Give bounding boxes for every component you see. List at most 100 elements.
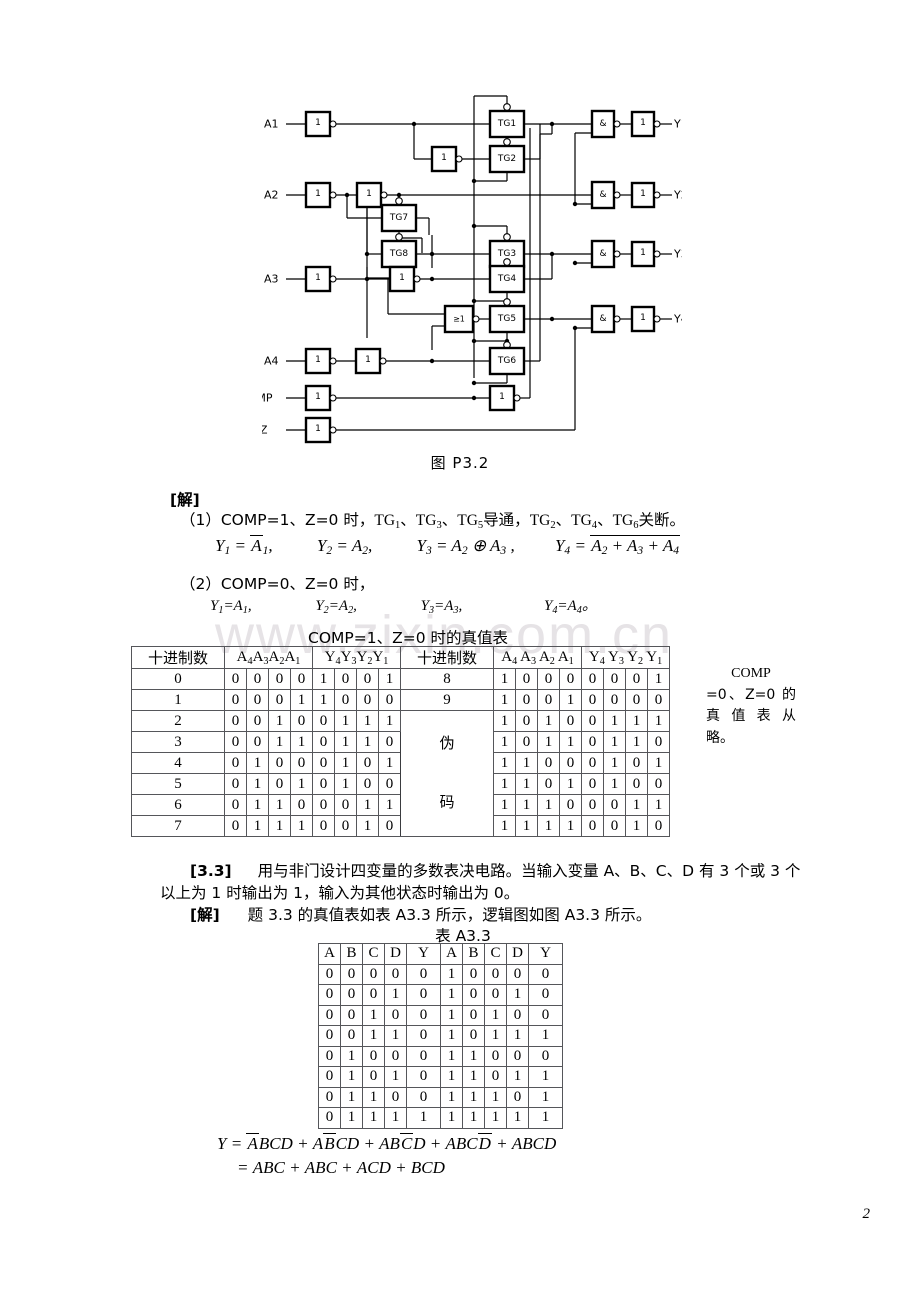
cell-a-right: 0: [537, 689, 560, 711]
cell-a-left: 1: [290, 689, 313, 711]
input-label-a2: A2: [264, 189, 279, 202]
svg-text:1: 1: [640, 248, 646, 258]
input-label-a3: A3: [264, 273, 279, 286]
cell-y-left: 0: [378, 689, 401, 711]
cell-y-right: 0: [581, 668, 604, 690]
th-b: B: [462, 943, 485, 965]
cell-y-right: 1: [603, 731, 626, 753]
cell-y-left: 0: [334, 794, 357, 816]
cell-y-right: 0: [603, 794, 626, 816]
truth-table-1-body: 十进制数 A4A3A2A1 Y4Y3Y2Y1 十进制数 A4 A3 A2 A1 …: [131, 646, 670, 837]
eq2-y2: Y2=A2,: [315, 598, 357, 616]
side-note-rest: =0、Z=0 的真 值 表 从 略。: [706, 686, 796, 747]
cell-output-right: 1: [528, 1025, 563, 1047]
cell-input-left: 0: [340, 1004, 363, 1026]
cell-y-left: 0: [356, 689, 379, 711]
cell-y-left: 0: [312, 773, 335, 795]
cell-y-right: 0: [647, 815, 670, 837]
cell-a-left: 0: [246, 668, 269, 690]
cell-input-left: 0: [340, 1025, 363, 1047]
svg-text:TG8: TG8: [389, 249, 408, 259]
cell-a-left: 0: [224, 773, 247, 795]
cell-input-right: 0: [506, 1086, 529, 1108]
cell-y-left: 0: [334, 815, 357, 837]
cell-input-left: 0: [318, 984, 341, 1006]
cell-input-left: 0: [384, 963, 407, 985]
cell-a-right: 1: [493, 815, 516, 837]
cell-y-right: 0: [603, 815, 626, 837]
th-d: D: [506, 943, 529, 965]
figure-caption: 图 P3.2: [430, 454, 490, 472]
svg-text:1: 1: [315, 424, 321, 434]
cell-a-left: 1: [290, 773, 313, 795]
eq2-y4: Y4=A4。: [543, 596, 597, 616]
cell-input-left: 0: [318, 1045, 341, 1067]
cell-output-left: 0: [406, 963, 441, 985]
cell-a-right: 0: [559, 794, 582, 816]
th-a-left: A4A3A2A1: [224, 646, 313, 669]
cell-y-left: 1: [378, 752, 401, 774]
cell-y-left: 0: [312, 815, 335, 837]
cell-dec-left: 0: [131, 668, 225, 690]
cell-output-right: 0: [528, 1045, 563, 1067]
cell-input-left: 0: [362, 1045, 385, 1067]
cell-a-left: 1: [290, 815, 313, 837]
th-a: A: [440, 943, 463, 965]
equations-comp0: Y1=A1, Y2=A2, Y3=A3, Y4=A4。: [210, 594, 597, 618]
problem-33-solution-marker: [解]: [190, 906, 220, 924]
cell-a-left: 0: [268, 752, 291, 774]
cell-dec-left: 5: [131, 773, 225, 795]
th-c: C: [484, 943, 507, 965]
cell-a-left: 0: [224, 689, 247, 711]
cell-y-left: 1: [378, 668, 401, 690]
cell-a-right: 0: [537, 752, 560, 774]
cell-a-left: 0: [224, 794, 247, 816]
cell-a-right: 1: [537, 794, 560, 816]
cell-y-right: 0: [581, 731, 604, 753]
problem-33-line1: [3.3]用与非门设计四变量的多数表决电路。当输入变量 A、B、C、D 有 3 …: [190, 860, 800, 883]
truth-table-2-title: 表 A3.3: [435, 927, 491, 945]
cell-a-right: 0: [559, 710, 582, 732]
cell-a-left: 1: [246, 815, 269, 837]
cell-input-left: 0: [318, 1107, 341, 1129]
cell-a-right: 1: [559, 731, 582, 753]
cell-y-right: 0: [581, 773, 604, 795]
svg-text:TG2: TG2: [497, 154, 516, 164]
cell-pseudo-code: 伪码: [400, 710, 494, 837]
cell-a-right: 0: [537, 773, 560, 795]
cell-a-right: 1: [493, 773, 516, 795]
cell-y-right: 0: [581, 794, 604, 816]
cell-y-right: 0: [625, 689, 648, 711]
cell-y-left: 1: [312, 689, 335, 711]
th-c: C: [362, 943, 385, 965]
cell-y-left: 1: [378, 710, 401, 732]
cell-output-right: 1: [528, 1086, 563, 1108]
solution-line1-on-word: 导通，: [483, 511, 530, 529]
cell-input-right: 1: [484, 1004, 507, 1026]
cell-input-right: 1: [440, 1107, 463, 1129]
cell-y-right: 0: [625, 668, 648, 690]
svg-text:1: 1: [365, 355, 371, 365]
cell-a-left: 0: [224, 731, 247, 753]
cell-a-left: 1: [246, 794, 269, 816]
cell-a-right: 1: [493, 731, 516, 753]
cell-y-left: 1: [334, 773, 357, 795]
cell-a-right: 1: [493, 710, 516, 732]
cell-y-left: 0: [356, 752, 379, 774]
solution-line1-off-word: 关断。: [638, 511, 686, 529]
cell-input-left: 1: [362, 1086, 385, 1108]
cell-input-right: 1: [440, 984, 463, 1006]
th-y-right: Y4 Y3 Y2 Y1: [581, 646, 670, 669]
cell-input-left: 1: [384, 984, 407, 1006]
final-equation-line-1: Y = ABCD + ABCD + ABCD + ABCD + ABCD: [217, 1133, 557, 1153]
svg-text:≥1: ≥1: [453, 315, 465, 324]
solution-line-2: （2）COMP=0、Z=0 时，: [180, 575, 375, 593]
cell-output-left: 0: [406, 1066, 441, 1088]
